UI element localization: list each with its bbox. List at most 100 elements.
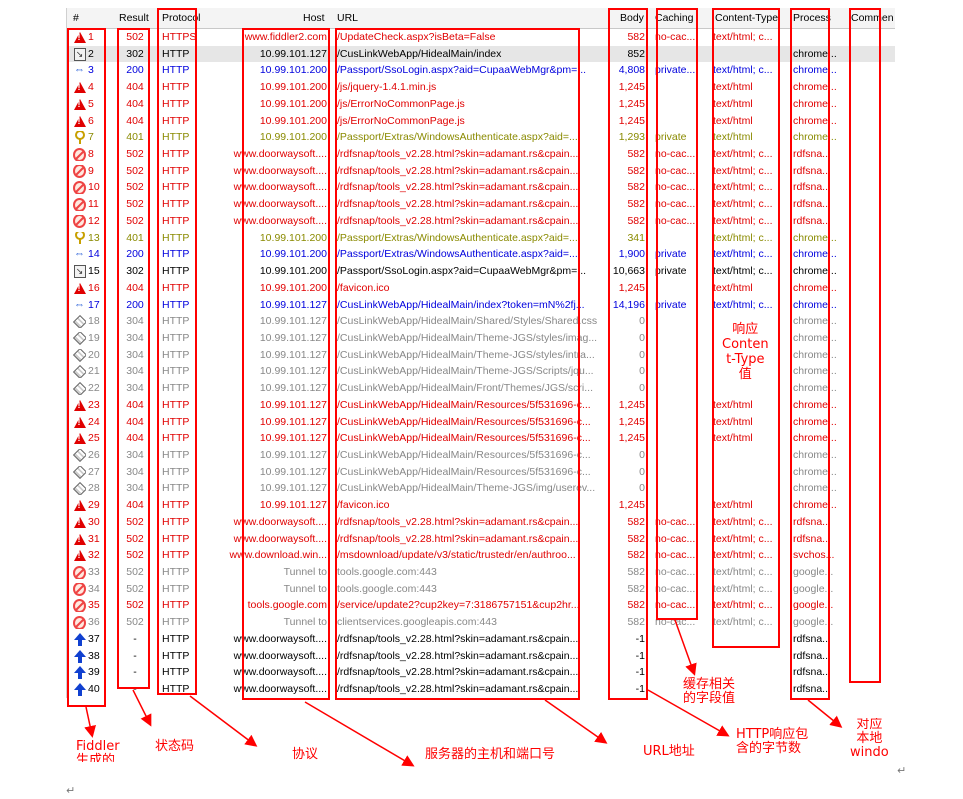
cell-res: 302 xyxy=(126,265,144,278)
cell-proto: HTTP xyxy=(162,683,190,696)
cell-res: 502 xyxy=(126,148,144,161)
cell-url: /Passport/Extras/WindowsAuthenticate.asp… xyxy=(337,131,578,144)
session-row[interactable]: 6404HTTP10.99.101.200/js/ErrorNoCommonPa… xyxy=(67,113,895,130)
col-comments-header[interactable]: Comments xyxy=(851,12,893,24)
cell-url: /CusLinkWebApp/HidealMain/Resources/5f53… xyxy=(337,448,591,461)
cell-proto: HTTP xyxy=(162,214,190,227)
cell-url: /msdownload/update/v3/static/trustedr/en… xyxy=(337,549,576,562)
cell-host: 10.99.101.200 xyxy=(259,97,327,110)
cell-host: www.doorwaysoft.... xyxy=(233,632,327,645)
label-content-type: 响应 Conten t-Type 值 xyxy=(722,322,769,382)
cell-proto: HTTP xyxy=(162,198,190,211)
cell-host: 10.99.101.127 xyxy=(259,499,327,512)
cell-url: /rdfsnap/tools_v2.28.html?skin=adamant.r… xyxy=(337,164,579,177)
label-url: URL地址 xyxy=(643,744,695,759)
col-process-header[interactable]: Process xyxy=(793,12,831,24)
upload-icon xyxy=(73,666,86,680)
session-row[interactable]: 16404HTTP10.99.101.200/favicon.ico1,245t… xyxy=(67,280,895,297)
cell-cache: private xyxy=(655,131,687,144)
cell-num: 1 xyxy=(88,31,94,43)
cell-num: 7 xyxy=(88,131,94,144)
cell-cache: no-cac... xyxy=(655,599,696,612)
cell-url: /CusLinkWebApp/HidealMain/index?token=mN… xyxy=(337,298,585,311)
session-row[interactable]: 31502HTTPwww.doorwaysoft..../rdfsnap/too… xyxy=(67,531,895,548)
cell-proto: HTTP xyxy=(162,131,190,144)
process-column-box xyxy=(790,8,830,700)
cell-body: 1,245 xyxy=(618,432,645,445)
cell-host: www.doorwaysoft.... xyxy=(233,198,327,211)
session-row[interactable]: 1502HTTPSwww.fiddler2.com/UpdateCheck.as… xyxy=(67,29,895,46)
cell-body: 582 xyxy=(627,566,645,578)
cell-cache: no-cac... xyxy=(655,164,696,177)
cell-host: 10.99.101.200 xyxy=(259,114,327,127)
col-url-header[interactable]: URL xyxy=(337,12,359,24)
session-row[interactable]: 24404HTTP10.99.101.127/CusLinkWebApp/Hid… xyxy=(67,414,895,431)
session-row[interactable]: 29404HTTP10.99.101.127/favicon.ico1,245t… xyxy=(67,497,895,514)
cell-proto: HTTP xyxy=(162,532,190,545)
session-row[interactable]: 23404HTTP10.99.101.127/CusLinkWebApp/Hid… xyxy=(67,397,895,414)
session-row[interactable]: 32502HTTPwww.download.win.../msdownload/… xyxy=(67,547,895,564)
url-column-box xyxy=(335,28,580,700)
cell-proto: HTTP xyxy=(162,382,190,395)
session-row[interactable]: 4404HTTP10.99.101.200/js/jquery-1.4.1.mi… xyxy=(67,79,895,96)
cell-proto: HTTP xyxy=(162,47,190,60)
cell-url: /CusLinkWebApp/HidealMain/Theme-JGS/styl… xyxy=(337,331,597,344)
blocked-icon xyxy=(73,198,86,212)
cell-url: /CusLinkWebApp/HidealMain/Front/Themes/J… xyxy=(337,382,593,395)
cell-num: 29 xyxy=(88,499,100,512)
col-num-header[interactable]: # xyxy=(73,12,79,24)
col-host-header[interactable]: Host xyxy=(303,12,325,24)
cell-body: 1,245 xyxy=(618,398,645,411)
session-row[interactable]: 30502HTTPwww.doorwaysoft..../rdfsnap/too… xyxy=(67,514,895,531)
col-caching-header[interactable]: Caching xyxy=(655,12,694,24)
col-result-header[interactable]: Result xyxy=(119,12,149,24)
col-content-type-header[interactable]: Content-Type xyxy=(715,12,779,24)
cell-body: 1,245 xyxy=(618,97,645,110)
col-body-header[interactable]: Body xyxy=(620,12,644,24)
cell-proc: chrome... xyxy=(793,415,837,428)
content-type-column-box xyxy=(712,8,780,648)
cell-num: 5 xyxy=(88,97,94,110)
session-row[interactable]: 5404HTTP10.99.101.200/js/ErrorNoCommonPa… xyxy=(67,96,895,113)
col-protocol-header[interactable]: Protocol xyxy=(162,12,201,24)
cell-num: 2 xyxy=(88,47,94,60)
cell-body: -1 xyxy=(635,666,645,679)
cell-num: 37 xyxy=(88,632,100,645)
cell-ctype: text/html xyxy=(713,131,753,144)
cell-proc: chrome... xyxy=(793,482,837,495)
cell-cache: no-cac... xyxy=(655,31,696,43)
cell-proto: HTTP xyxy=(162,114,190,127)
session-row[interactable]: 25404HTTP10.99.101.127/CusLinkWebApp/Hid… xyxy=(67,430,895,447)
cell-proc: chrome... xyxy=(793,448,837,461)
cell-proto: HTTP xyxy=(162,666,190,679)
cell-num: 24 xyxy=(88,415,100,428)
edge-mark-bottom: ↵ xyxy=(66,785,76,797)
